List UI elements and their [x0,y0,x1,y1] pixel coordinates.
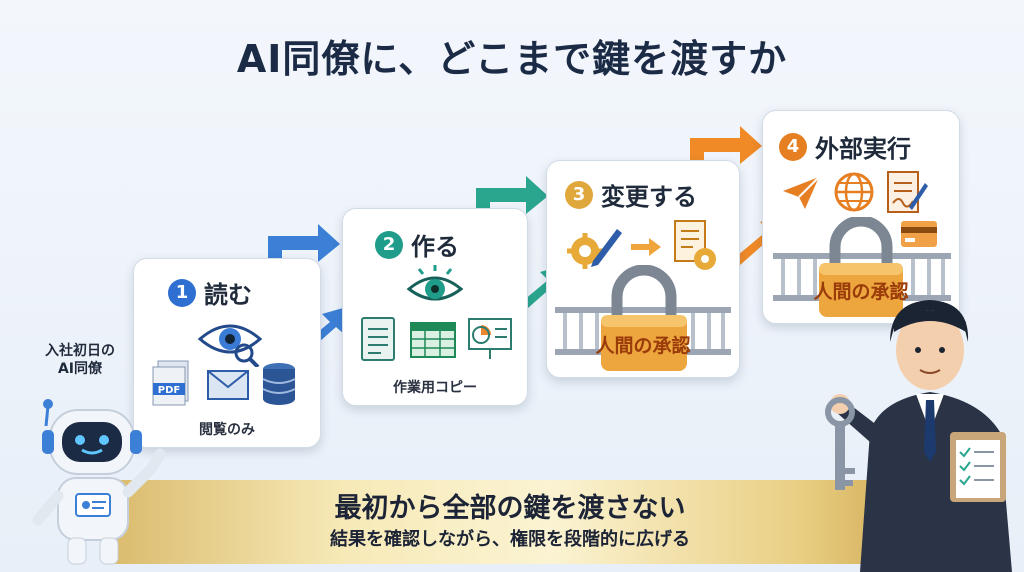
banner-main-text: 最初から全部の鍵を渡さない [334,493,686,524]
eye-magnifier-icon [197,324,263,367]
robot-caption: 入社初日の AI同僚 [20,342,140,378]
robot-caption-line1: 入社初日の [45,343,115,359]
stage-3-lock-label: 人間の承認 [595,335,691,357]
stage-3-label: 変更する [601,183,697,211]
banner-sub-text: 結果を確認しながら、権限を段階的に広げる [330,529,690,550]
stage-2-label: 作る [411,233,459,261]
credit-card-icon [901,221,937,247]
stage-2-card: 2 作る 作業用コピー [342,208,528,406]
arrow-icon [631,238,661,256]
padlock-icon [819,217,903,317]
document-icon [361,317,395,361]
step-arrow-2 [476,176,548,214]
step-arrow-3 [690,126,762,164]
stage-1-header: 1 読む [168,275,252,310]
robot-caption-line2: AI同僚 [57,361,103,377]
step-arrow-1 [268,224,340,262]
gear-pen-icon [567,229,622,269]
spreadsheet-icon [410,322,456,358]
mail-icon [207,370,249,400]
eye-icon [406,265,464,301]
stage-3-card: 3 変更する 人間の承認 [546,160,740,378]
stage-4-number-badge: 4 [779,132,807,161]
globe-icon [834,172,874,212]
businessman-icon [830,300,1012,572]
contract-icon [887,171,928,213]
stage-1-sub-label: 閲覧のみ [199,422,255,438]
padlock-icon [601,265,687,371]
stage-2-number-badge: 2 [375,230,403,259]
stage-3-header: 3 変更する [565,177,697,212]
stage-2-sub-label: 作業用コピー [393,380,477,396]
send-icon [783,176,820,209]
stage-2-header: 2 作る [375,227,459,262]
stage-3-number-badge: 3 [565,180,593,209]
summary-banner: 最初から全部の鍵を渡さない 結果を確認しながら、権限を段階的に広げる [100,480,920,564]
robot-icon [32,399,166,565]
stage-1-number-badge: 1 [168,278,196,307]
key-icon [825,397,855,490]
document-gear-icon [674,220,716,270]
database-icon [262,363,296,405]
presentation-icon [468,318,512,359]
pdf-file-icon: PDF [152,360,189,406]
stage-1-card: 1 読む PDF 閲覧のみ [133,258,321,448]
stage-4-label: 外部実行 [815,135,911,163]
svg-text:PDF: PDF [158,385,180,396]
page-title: AI同僚に、どこまで鍵を渡すか [236,37,788,81]
stage-4-lock-label: 人間の承認 [813,281,909,303]
stage-1-label: 読む [204,281,252,309]
stage-4-header: 4 外部実行 [779,129,911,164]
stage-4-card: 4 外部実行 人間の承認 [762,110,960,324]
